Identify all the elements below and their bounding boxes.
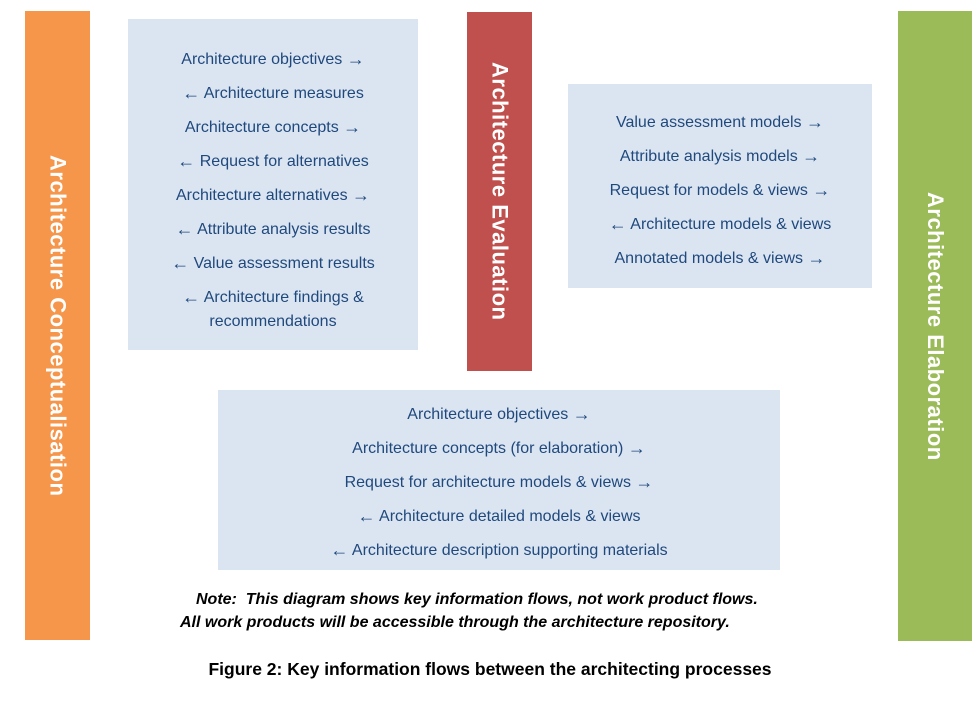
- left-arrow-icon: ←: [182, 82, 201, 103]
- process-bar-label: Architecture Evaluation: [487, 62, 513, 321]
- flow-item-text: Architecture alternatives: [175, 186, 348, 204]
- right-arrow-icon: →: [627, 437, 646, 458]
- right-arrow-icon: →: [802, 145, 821, 166]
- flow-item: ← Attribute analysis results: [176, 217, 371, 242]
- flow-item: Architecture alternatives →: [176, 183, 370, 208]
- flow-item: ← Architecture findings & recommendation…: [137, 285, 410, 334]
- flow-item: Attribute analysis models →: [620, 144, 820, 169]
- flow-box-evaluation-elaboration: Value assessment models →Attribute analy…: [568, 84, 872, 288]
- note-line-1: Note: This diagram shows key information…: [196, 591, 758, 608]
- right-arrow-icon: →: [806, 111, 825, 132]
- flow-item-text: Attribute analysis results: [197, 220, 371, 238]
- flow-item-text: Value assessment results: [193, 254, 375, 272]
- flow-item-text: Architecture measures: [203, 84, 364, 102]
- flow-box-conceptualisation-elaboration: Architecture objectives →Architecture co…: [218, 390, 780, 570]
- flow-item: ← Architecture description supporting ma…: [330, 538, 667, 563]
- flow-item-text: Architecture concepts: [184, 118, 339, 136]
- flow-item-text: Request for alternatives: [199, 152, 369, 170]
- right-arrow-icon: →: [807, 247, 826, 268]
- flow-item: ← Value assessment results: [171, 251, 375, 276]
- flow-box-conceptualisation-evaluation: Architecture objectives → ← Architecture …: [128, 19, 418, 350]
- process-bar-architecture-evaluation: Architecture Evaluation: [467, 12, 532, 371]
- flow-item-text: Architecture models & views: [630, 215, 832, 233]
- flow-item-text: Request for models & views: [609, 181, 808, 199]
- left-arrow-icon: ←: [608, 213, 627, 234]
- diagram-note: Note: This diagram shows key information…: [180, 588, 830, 634]
- flow-item-text: Architecture objectives: [181, 50, 343, 68]
- flow-item-text: Architecture objectives: [407, 405, 569, 423]
- flow-item-text: Architecture concepts (for elaboration): [352, 439, 624, 457]
- flow-item: Request for models & views →: [610, 178, 831, 203]
- right-arrow-icon: →: [346, 48, 365, 69]
- right-arrow-icon: →: [352, 184, 371, 205]
- flow-item-text: Attribute analysis models: [619, 147, 798, 165]
- process-bar-architecture-elaboration: Architecture Elaboration: [898, 11, 972, 641]
- figure-caption: Figure 2: Key information flows between …: [208, 659, 772, 679]
- flow-item-text: Architecture detailed models & views: [379, 507, 641, 525]
- flow-item-text: Architecture description supporting mate…: [351, 541, 668, 559]
- left-arrow-icon: ←: [330, 539, 349, 560]
- flow-item: Architecture objectives →: [181, 47, 364, 72]
- flow-item: ← Architecture models & views: [609, 212, 832, 237]
- right-arrow-icon: →: [572, 403, 591, 424]
- process-bar-label: Architecture Conceptualisation: [45, 154, 71, 497]
- flow-item: Value assessment models →: [616, 110, 824, 135]
- left-arrow-icon: ←: [175, 218, 194, 239]
- flow-item: Annotated models & views →: [615, 246, 826, 271]
- flow-item: Request for architecture models & views …: [345, 470, 654, 495]
- flow-item-text: Architecture findings & recommendations: [203, 288, 364, 330]
- flow-item: Architecture objectives →: [407, 402, 590, 427]
- left-arrow-icon: ←: [171, 252, 190, 273]
- flow-item-text: Value assessment models: [615, 113, 802, 131]
- flow-item-text: Request for architecture models & views: [344, 473, 631, 491]
- flow-item: ← Architecture measures: [182, 81, 364, 106]
- note-line-2: All work products will be accessible thr…: [180, 614, 730, 631]
- right-arrow-icon: →: [343, 116, 362, 137]
- right-arrow-icon: →: [812, 179, 831, 200]
- process-bar-label: Architecture Elaboration: [923, 191, 948, 461]
- flow-item-text: Annotated models & views: [614, 249, 804, 267]
- flow-item: ← Architecture detailed models & views: [357, 504, 640, 529]
- flow-item: ← Request for alternatives: [177, 149, 368, 174]
- process-bar-architecture-conceptualisation: Architecture Conceptualisation: [25, 11, 90, 640]
- flow-item: Architecture concepts →: [185, 115, 361, 140]
- left-arrow-icon: ←: [182, 286, 201, 307]
- flow-item: Architecture concepts (for elaboration) …: [352, 436, 646, 461]
- right-arrow-icon: →: [635, 471, 654, 492]
- left-arrow-icon: ←: [357, 505, 376, 526]
- left-arrow-icon: ←: [177, 150, 196, 171]
